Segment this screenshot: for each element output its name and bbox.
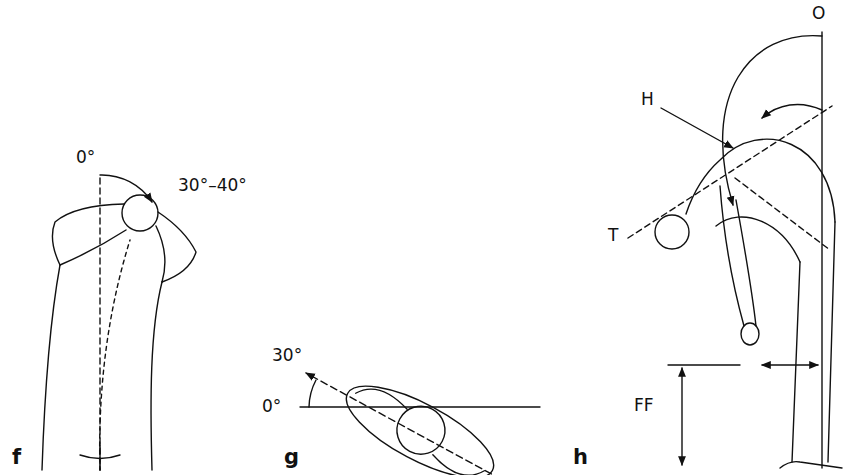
figure-f [42, 195, 196, 470]
pelvis-axis [735, 178, 830, 250]
leader-line [661, 108, 733, 148]
dimension-line [762, 364, 818, 365]
angle-arc [309, 380, 316, 407]
panel-letter: g [284, 446, 299, 469]
dimension-tick [668, 364, 740, 365]
point-label: O [812, 4, 825, 23]
rotation-axis [306, 373, 530, 475]
figure-h [655, 139, 842, 468]
point-label: H [641, 90, 654, 109]
point-label: T [608, 226, 618, 245]
angle-label: 0° [76, 148, 95, 167]
angle-label: 30° [272, 346, 302, 365]
dimension-label: FF [634, 396, 654, 415]
angle-arc [100, 175, 152, 202]
figure-g [334, 369, 505, 475]
dimension-line [681, 368, 682, 465]
panel-letter: h [573, 446, 588, 469]
angle-label: 30°–40° [178, 176, 247, 195]
vertical-line [821, 32, 822, 468]
angle-label: 0° [262, 397, 281, 416]
panel-letter: f [12, 446, 21, 469]
angle-arc [762, 104, 822, 118]
